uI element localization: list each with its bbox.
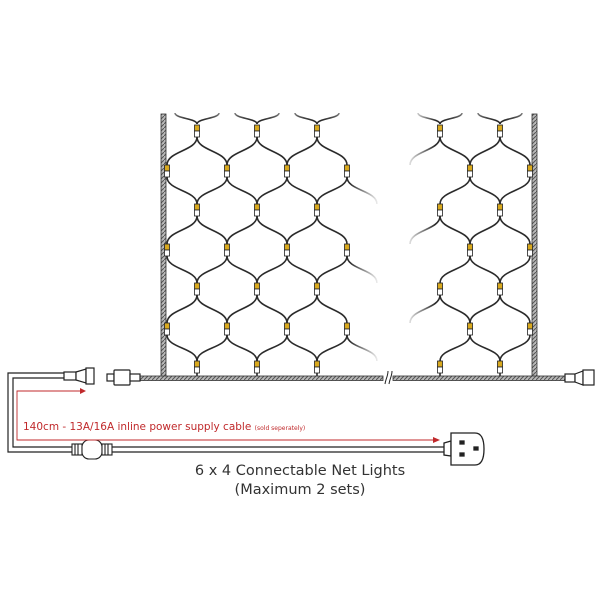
bulb-icon [467, 322, 473, 336]
product-title: 6 x 4 Connectable Net Lights [194, 463, 406, 479]
bulb-icon [194, 124, 200, 138]
bulb-icon [344, 243, 350, 257]
power-supply-cable [7, 372, 445, 453]
bulb-icon [497, 203, 503, 217]
net-bulbs [164, 124, 533, 374]
bulb-icon [527, 322, 533, 336]
bulb-icon [437, 282, 443, 296]
bulb-icon [467, 164, 473, 178]
bulb-icon [194, 360, 200, 374]
plug-icon [443, 432, 485, 466]
bulb-icon [497, 282, 503, 296]
bottom-cable-right [392, 375, 566, 381]
connector-male-icon [106, 369, 141, 386]
annotation-bracket [16, 390, 433, 441]
arrow-icon [80, 388, 86, 394]
bulb-icon [284, 322, 290, 336]
bulb-icon [164, 322, 170, 336]
bulb-icon [164, 164, 170, 178]
bulb-icon [254, 203, 260, 217]
net-wires [166, 112, 531, 378]
bulb-icon [467, 243, 473, 257]
inline-switch-icon [71, 439, 113, 460]
cable-note: 140cm - 13A/16A inline power supply cabl… [23, 421, 305, 433]
cable-note-small: (sold seperately) [254, 425, 306, 432]
bulb-icon [254, 282, 260, 296]
bulb-icon [344, 322, 350, 336]
bulb-icon [437, 360, 443, 374]
bulb-icon [284, 243, 290, 257]
bulb-icon [497, 124, 503, 138]
bulb-icon [527, 243, 533, 257]
bulb-icon [224, 243, 230, 257]
bulb-icon [437, 203, 443, 217]
left-panel-right-fade [350, 100, 380, 370]
bulb-icon [314, 360, 320, 374]
bulb-icon [164, 243, 170, 257]
bulb-icon [314, 203, 320, 217]
bulb-icon [224, 322, 230, 336]
bulb-icon [314, 124, 320, 138]
bulb-icon [284, 164, 290, 178]
bulb-icon [497, 360, 503, 374]
bottom-cable-left [139, 375, 384, 381]
bulb-icon [344, 164, 350, 178]
break-mark-icon [384, 370, 393, 385]
product-subtitle: (Maximum 2 sets) [234, 482, 366, 498]
arrow-icon [433, 437, 440, 443]
bulb-icon [254, 124, 260, 138]
bulb-icon [314, 282, 320, 296]
connector-female-icon [564, 369, 595, 386]
right-panel-left-fade [405, 100, 435, 370]
bulb-icon [437, 124, 443, 138]
supply-connector-icon [63, 367, 95, 385]
bulb-icon [527, 164, 533, 178]
bulb-icon [254, 360, 260, 374]
bulb-icon [194, 203, 200, 217]
bulb-icon [224, 164, 230, 178]
cable-note-main: 140cm - 13A/16A inline power supply cabl… [23, 421, 252, 433]
bulb-icon [194, 282, 200, 296]
